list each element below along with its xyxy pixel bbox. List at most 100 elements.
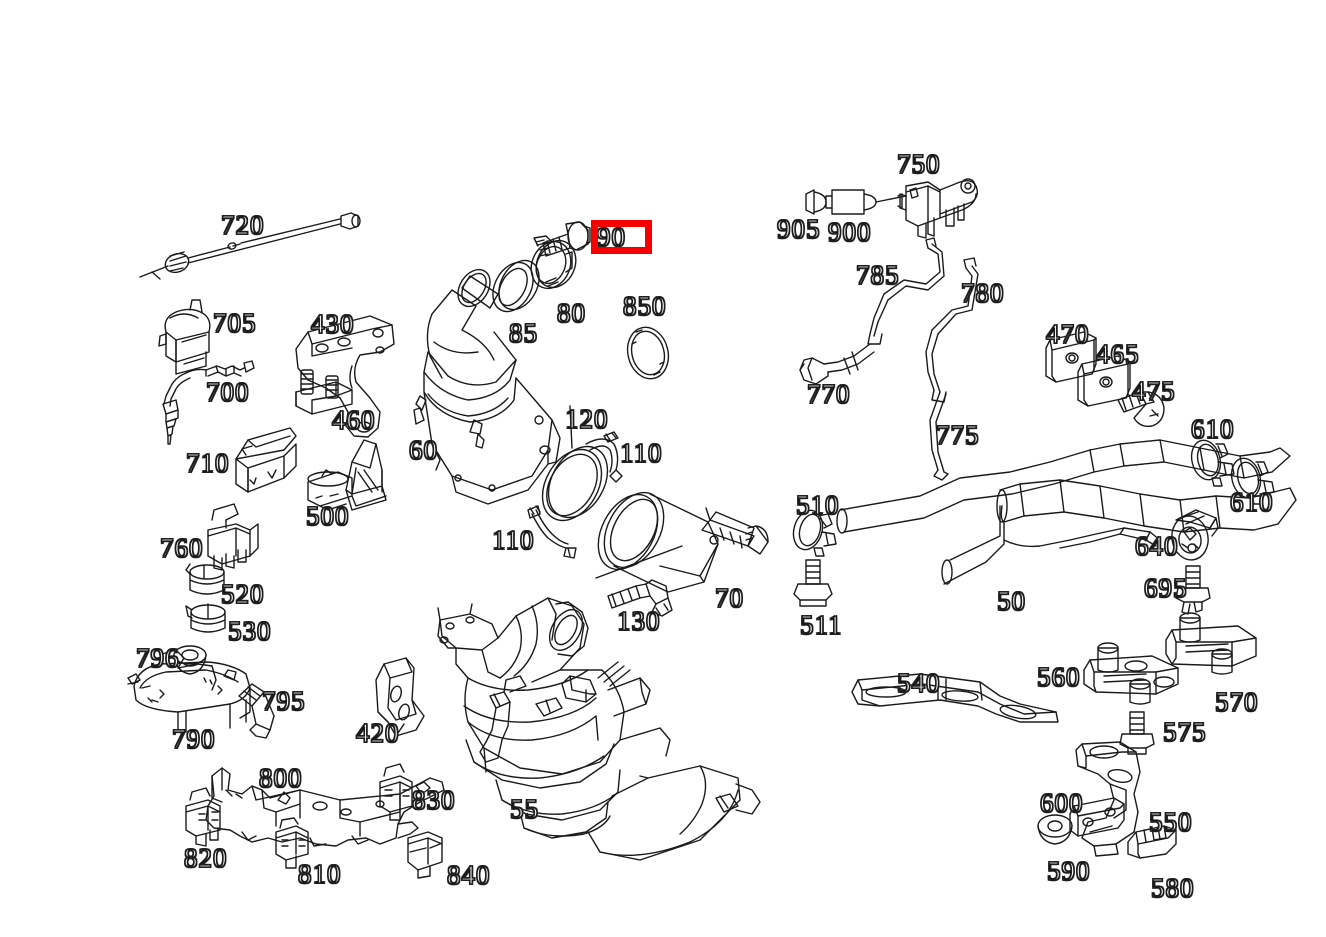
part-number-label-70[interactable]: 70 (714, 583, 744, 613)
part-570-bracket-plate (1165, 612, 1257, 675)
part-900-vacuum-connector (825, 189, 877, 215)
part-760-clip (207, 503, 259, 571)
part-number-label-530[interactable]: 530 (227, 616, 272, 646)
part-number-label-560[interactable]: 560 (1036, 662, 1081, 692)
part-795-screw (238, 683, 275, 739)
part-number-label-465[interactable]: 465 (1095, 339, 1140, 369)
part-number-label-570[interactable]: 570 (1214, 687, 1259, 717)
part-number-label-600[interactable]: 600 (1039, 788, 1084, 818)
part-number-label-80[interactable]: 80 (556, 298, 586, 328)
part-number-label-785[interactable]: 785 (855, 260, 900, 290)
part-number-label-750[interactable]: 750 (896, 149, 941, 179)
part-number-label-720[interactable]: 720 (220, 210, 265, 240)
part-500-hanger-bracket (307, 439, 387, 511)
part-number-label-500[interactable]: 500 (305, 501, 350, 531)
part-number-label-580[interactable]: 580 (1150, 873, 1195, 903)
part-850-seal-ring (626, 326, 670, 380)
part-number-label-705[interactable]: 705 (212, 308, 257, 338)
part-420-bracket (375, 657, 425, 737)
part-number-label-110b[interactable]: 110 (491, 525, 535, 555)
part-90-bolt (542, 221, 591, 257)
part-number-label-800[interactable]: 800 (258, 763, 303, 793)
part-number-label-460[interactable]: 460 (331, 405, 376, 435)
part-575-bolt (1119, 711, 1155, 755)
part-number-label-820[interactable]: 820 (183, 843, 228, 873)
part-520-bushing (185, 563, 225, 595)
part-810-clip (275, 817, 309, 869)
part-number-label-110a[interactable]: 110 (619, 438, 663, 468)
part-560-bracket-plate (1083, 642, 1179, 705)
part-710-bracket (235, 427, 297, 493)
part-511-bolt (793, 559, 833, 607)
part-number-label-470[interactable]: 470 (1045, 319, 1090, 349)
part-465-heat-shield (1077, 355, 1131, 407)
part-number-label-550[interactable]: 550 (1148, 807, 1193, 837)
part-number-label-796[interactable]: 796 (135, 643, 180, 673)
part-475-bolt (1117, 391, 1165, 428)
part-number-label-905[interactable]: 905 (776, 214, 821, 244)
part-number-label-50[interactable]: 50 (996, 586, 1026, 616)
part-830-connector (379, 763, 413, 821)
part-number-label-640[interactable]: 640 (1134, 531, 1179, 561)
part-780-vacuum-line (925, 257, 979, 403)
part-number-label-810[interactable]: 810 (297, 859, 342, 889)
part-70-filter (595, 491, 769, 593)
part-number-label-130[interactable]: 130 (616, 606, 661, 636)
part-number-label-610a[interactable]: 610 (1190, 414, 1235, 444)
part-785-vacuum-line (867, 237, 945, 345)
part-number-label-610b[interactable]: 610 (1229, 487, 1274, 517)
part-840-connector (407, 831, 443, 879)
part-130-bolt (607, 579, 673, 617)
part-905-clip (805, 189, 827, 215)
part-number-label-900[interactable]: 900 (827, 217, 872, 247)
part-470-heat-shield (1045, 331, 1097, 383)
part-number-label-475[interactable]: 475 (1131, 376, 1176, 406)
part-610-clamp-lower (1230, 457, 1275, 505)
part-720-cable (139, 212, 361, 280)
part-705-sensor-housing (158, 299, 211, 375)
part-number-label-60[interactable]: 60 (408, 435, 438, 465)
part-600-grommet (1037, 814, 1073, 845)
part-number-label-700[interactable]: 700 (205, 377, 250, 407)
part-number-label-575[interactable]: 575 (1162, 717, 1207, 747)
part-number-label-90[interactable]: 90 (596, 222, 626, 252)
part-640-hanger-mount (1171, 509, 1219, 561)
part-number-label-760[interactable]: 760 (159, 533, 204, 563)
part-number-label-710[interactable]: 710 (185, 448, 230, 478)
part-number-label-780[interactable]: 780 (960, 278, 1005, 308)
part-number-label-430[interactable]: 430 (310, 309, 355, 339)
part-number-label-85[interactable]: 85 (508, 318, 538, 348)
part-number-label-510[interactable]: 510 (795, 490, 840, 520)
part-820-clip (185, 787, 221, 847)
part-number-label-511[interactable]: 511 (799, 610, 843, 640)
part-number-label-795[interactable]: 795 (261, 686, 306, 716)
part-770-hose (799, 343, 875, 385)
part-number-label-770[interactable]: 770 (806, 379, 851, 409)
part-510-clamp (792, 509, 837, 557)
part-775-vacuum-line (929, 391, 949, 481)
part-number-label-840[interactable]: 840 (446, 860, 491, 890)
part-number-label-775[interactable]: 775 (935, 420, 980, 450)
part-number-label-520[interactable]: 520 (220, 579, 265, 609)
part-50-exhaust-pipes (836, 439, 1297, 585)
part-550-hanger-bracket (1075, 741, 1141, 857)
part-590-bracket-strip (1069, 797, 1125, 837)
part-number-label-420[interactable]: 420 (355, 718, 400, 748)
part-number-label-55[interactable]: 55 (509, 794, 539, 824)
part-55-diesel-particulate-filter (437, 597, 761, 861)
part-110-sensor-upper (585, 431, 623, 483)
part-number-label-695[interactable]: 695 (1143, 573, 1188, 603)
part-430-mounting-bracket (295, 315, 395, 438)
part-540-bracket (851, 673, 1059, 723)
part-110-sensor-lower (527, 505, 577, 559)
part-number-label-590[interactable]: 590 (1046, 856, 1091, 886)
part-number-label-790[interactable]: 790 (171, 724, 216, 754)
part-number-label-830[interactable]: 830 (411, 785, 456, 815)
part-610-clamp-upper (1190, 439, 1235, 487)
part-number-label-850[interactable]: 850 (622, 291, 667, 321)
part-530-bushing (185, 603, 226, 633)
part-number-label-120[interactable]: 120 (564, 404, 609, 434)
part-number-label-540[interactable]: 540 (896, 668, 941, 698)
